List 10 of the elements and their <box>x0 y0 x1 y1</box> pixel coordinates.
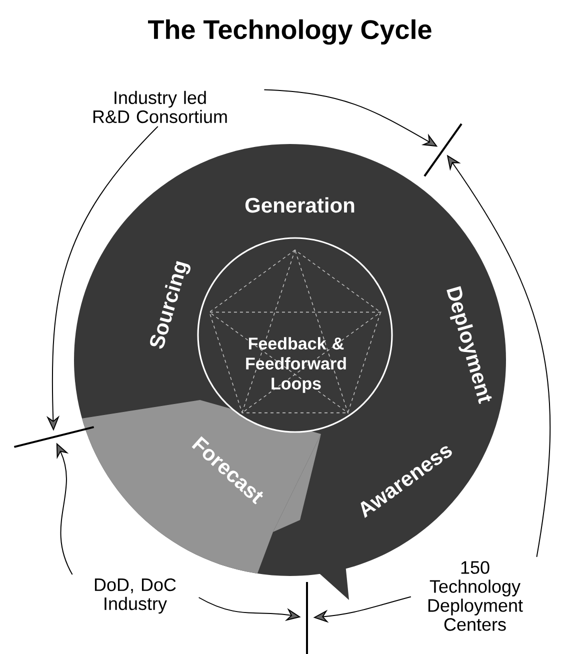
loop-label: Feedback & Feedforward Loops <box>246 337 346 393</box>
stage-label: Industry led R&D Consortium <box>93 90 227 124</box>
title: The Technology Cycle <box>148 19 432 45</box>
loop-circle <box>197 237 393 433</box>
stage-label: 150 Technology Deployment Centers <box>428 561 523 631</box>
stage-label: DoD, DoC Industry <box>94 578 176 614</box>
divider-tick <box>306 582 308 654</box>
divider-tick <box>424 123 462 177</box>
sector-label: Generation <box>245 197 354 213</box>
divider-tick <box>14 426 94 448</box>
